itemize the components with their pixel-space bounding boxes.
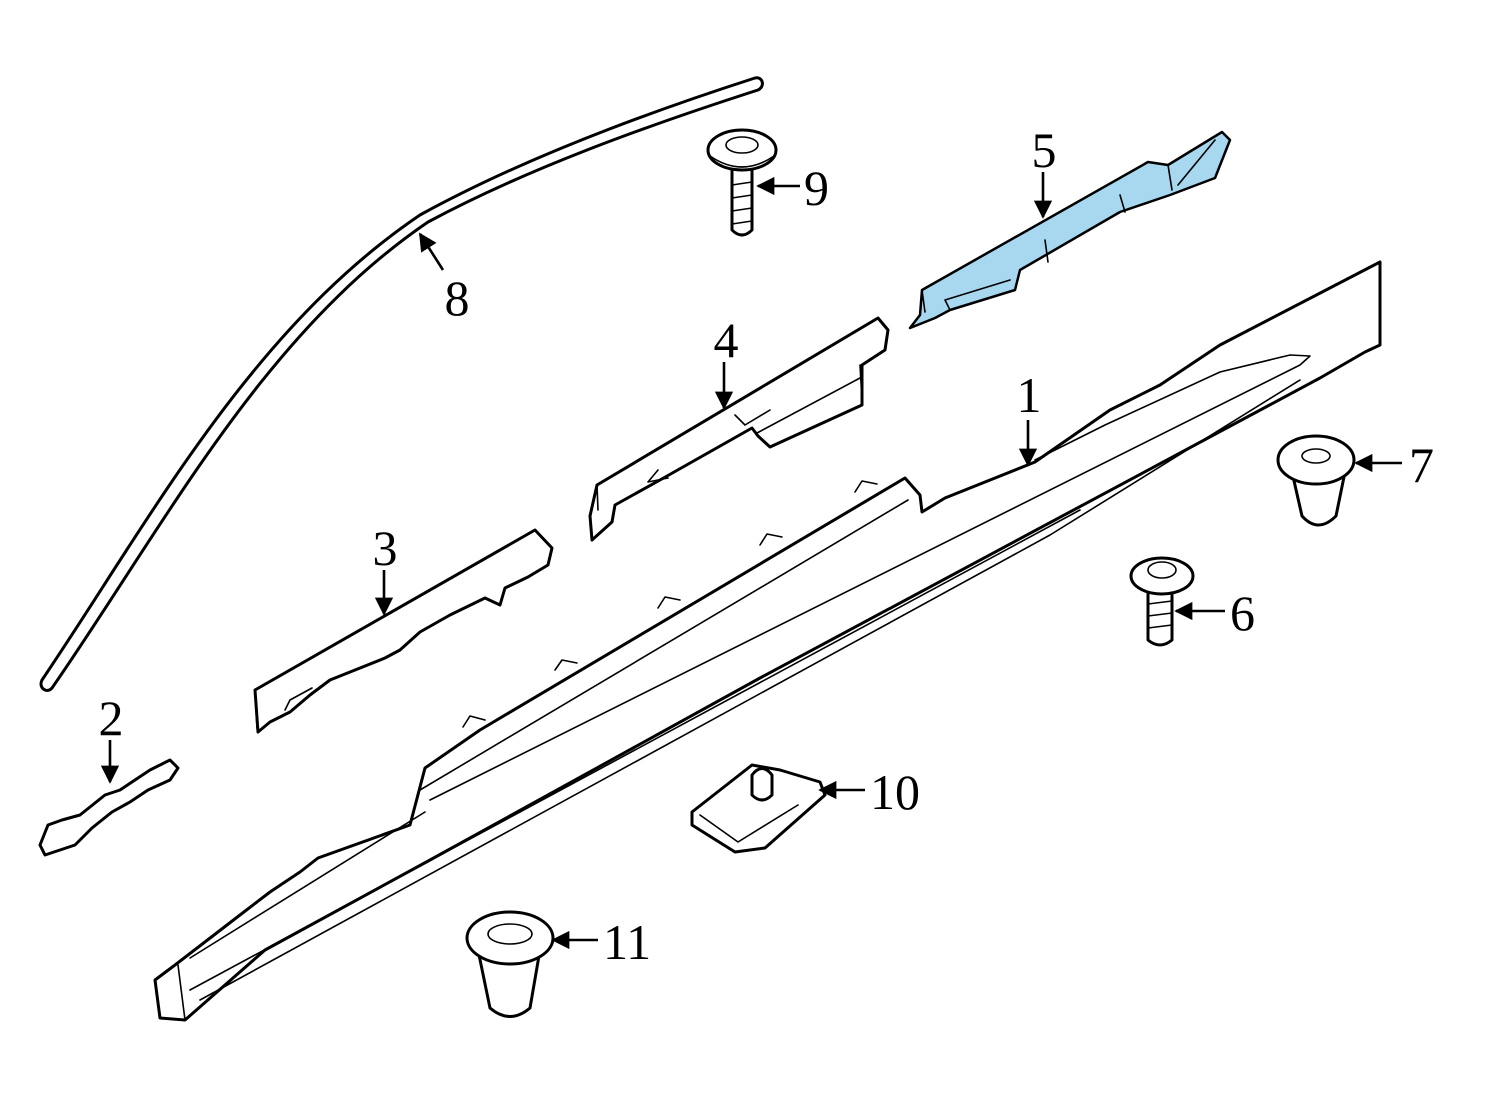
- callout-10: 10: [870, 764, 920, 820]
- part-8-roof-molding[interactable]: [39, 76, 764, 692]
- callout-2: 2: [99, 690, 124, 746]
- callout-5: 5: [1032, 122, 1057, 178]
- part-9-bolt[interactable]: [706, 128, 778, 237]
- part-1-rocker-molding[interactable]: [153, 260, 1382, 1022]
- part-6-bolt[interactable]: [1129, 556, 1195, 647]
- callout-9: 9: [804, 160, 829, 216]
- callout-3: 3: [373, 520, 398, 576]
- part-11-grommet[interactable]: [465, 910, 555, 1018]
- part-7-grommet[interactable]: [1276, 434, 1356, 527]
- callout-4: 4: [714, 312, 739, 368]
- leader-arrows: [100, 172, 1402, 950]
- part-2-clip-strip[interactable]: [38, 758, 180, 857]
- callout-8: 8: [445, 270, 470, 326]
- callout-11: 11: [603, 914, 651, 970]
- part-10-clip[interactable]: [690, 763, 827, 854]
- part-4-inner-bracket[interactable]: [588, 316, 890, 542]
- callout-1: 1: [1017, 367, 1042, 423]
- part-3-front-bracket[interactable]: [253, 528, 554, 734]
- callout-7: 7: [1409, 437, 1434, 493]
- part-5-sill-trim-highlighted[interactable]: [908, 130, 1232, 330]
- callout-6: 6: [1230, 585, 1255, 641]
- callout-labels: 1 2 3 4 5 6 7 8 9 10 11: [99, 122, 1435, 970]
